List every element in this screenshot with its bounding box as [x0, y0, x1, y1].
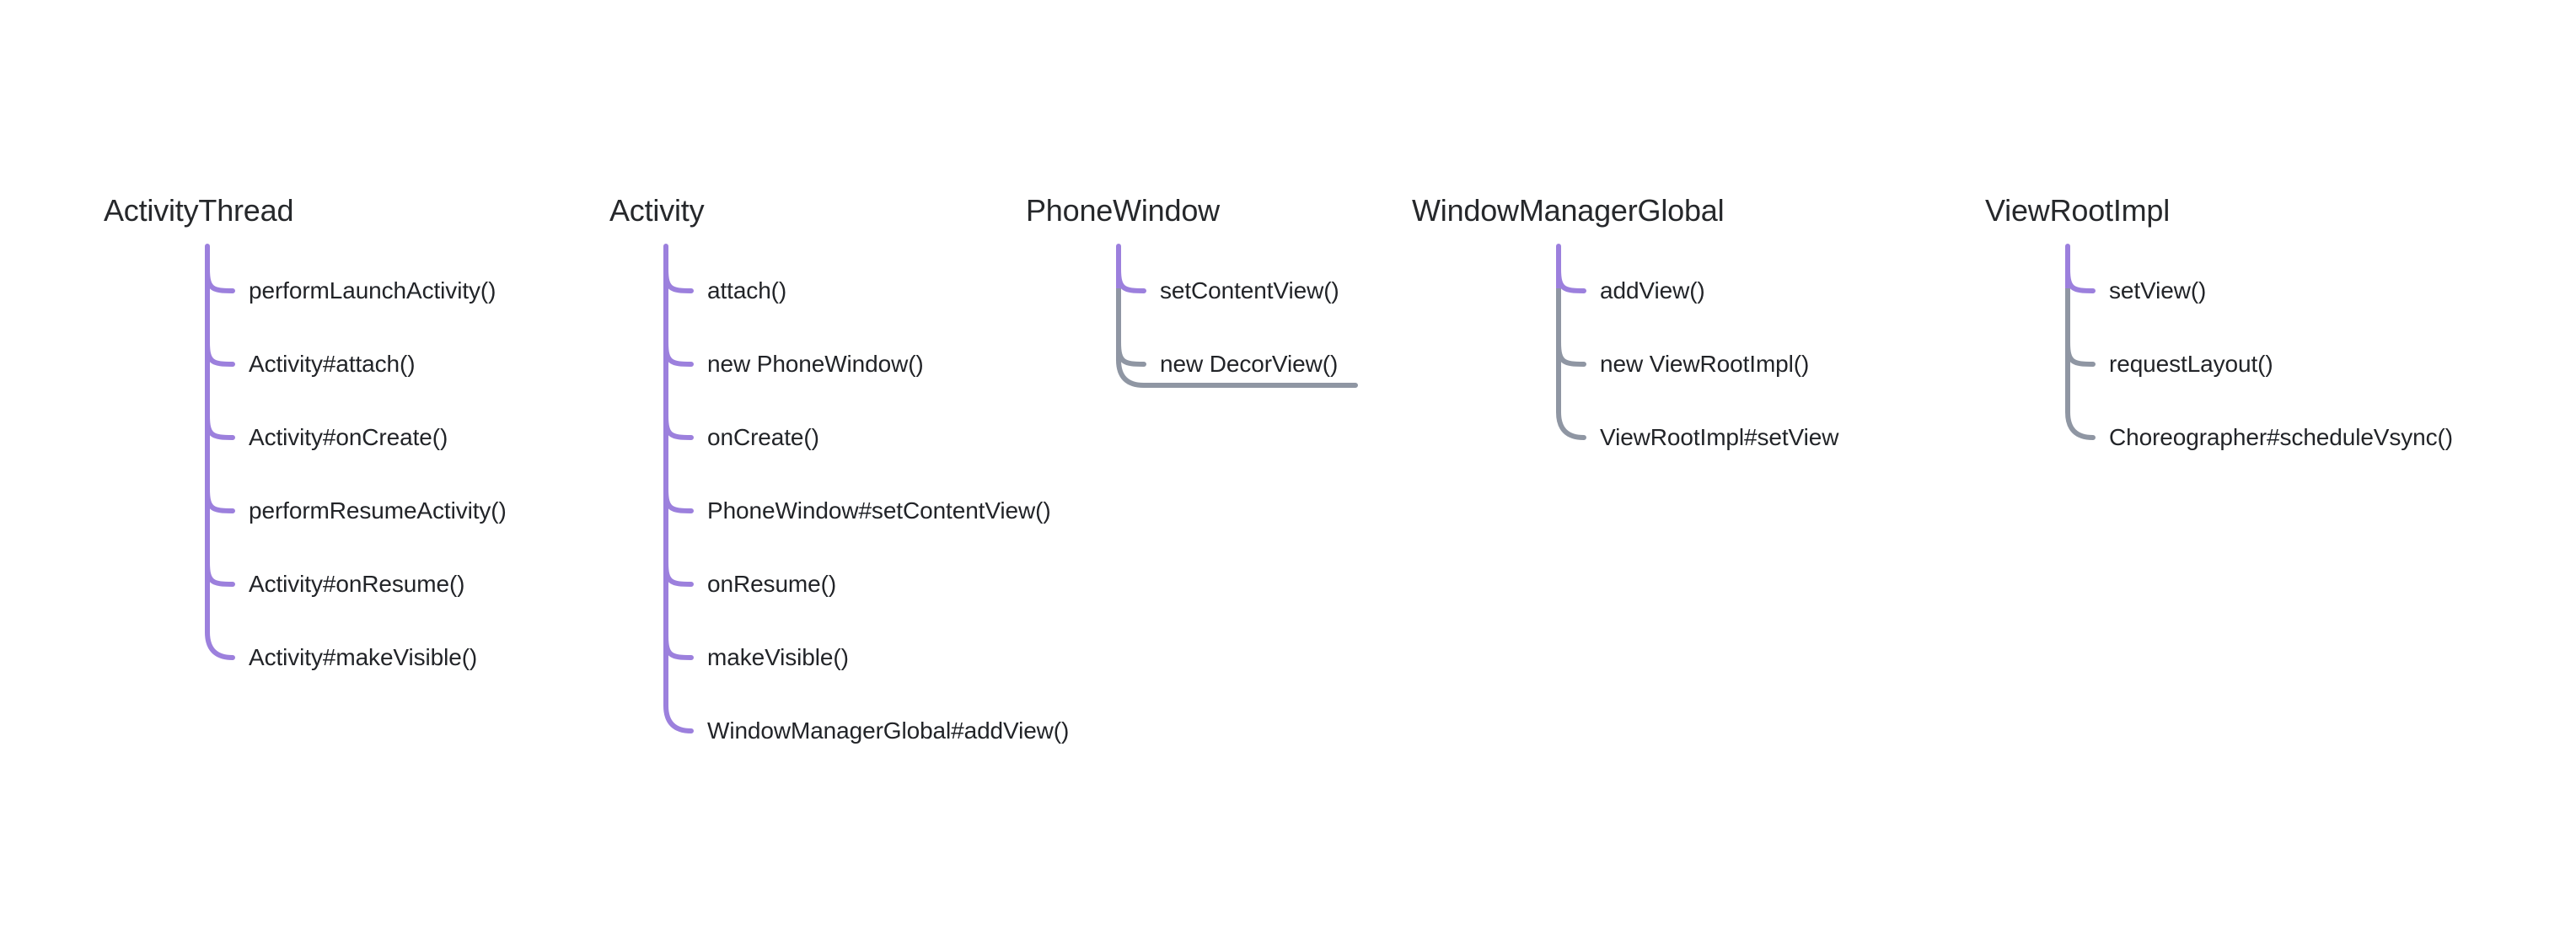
call-item-label: Activity#makeVisible() — [249, 644, 478, 670]
branch-hook-1 — [1556, 340, 1586, 367]
call-item-label: setContentView() — [1160, 277, 1339, 304]
branch-hook-2 — [663, 413, 694, 440]
branch-hook-4 — [663, 560, 694, 587]
class-title: PhoneWindow — [1026, 193, 1220, 228]
call-item-label: onResume() — [707, 571, 837, 597]
branch-hook-1 — [1116, 340, 1146, 367]
call-item-label: onCreate() — [707, 424, 819, 450]
branch-hook-0 — [2065, 266, 2096, 293]
call-item-label: WindowManagerGlobal#addView() — [707, 717, 1070, 744]
call-item-label: new ViewRootImpl() — [1600, 351, 1810, 377]
call-item-label: requestLayout() — [2109, 351, 2273, 377]
class-title: WindowManagerGlobal — [1412, 193, 1725, 228]
branch-hook-0 — [205, 266, 235, 293]
call-item-label: setView() — [2109, 277, 2207, 304]
branch-hook-5 — [663, 633, 694, 660]
branch-hook-2 — [2065, 410, 2096, 440]
branch-hook-0 — [1556, 266, 1586, 293]
branch-hook-0 — [1116, 266, 1146, 293]
call-item-label: attach() — [707, 277, 787, 304]
call-flow-connector-lines — [1116, 244, 1358, 388]
class-title: ViewRootImpl — [1985, 193, 2171, 228]
call-item-label: new PhoneWindow() — [707, 351, 924, 377]
call-item-label: addView() — [1600, 277, 1705, 304]
branch-hook-5 — [205, 630, 235, 660]
branch-hook-1 — [205, 340, 235, 367]
call-item-label: Choreographer#scheduleVsync() — [2109, 424, 2453, 450]
call-item-label: Activity#attach() — [249, 351, 416, 377]
branch-hook-4 — [205, 560, 235, 587]
call-item-label: PhoneWindow#setContentView() — [707, 497, 1051, 524]
call-item-label: performResumeActivity() — [249, 497, 507, 524]
branch-hook-0 — [663, 266, 694, 293]
class-title: Activity — [609, 193, 705, 228]
branch-hook-1 — [663, 340, 694, 367]
branch-hook-2 — [205, 413, 235, 440]
call-item-label: performLaunchActivity() — [249, 277, 496, 304]
call-item-label: new DecorView() — [1160, 351, 1339, 377]
call-item-label: Activity#onCreate() — [249, 424, 448, 450]
branch-hook-3 — [663, 486, 694, 513]
branch-hook-2 — [1556, 410, 1586, 440]
call-item-label: Activity#onResume() — [249, 571, 465, 597]
branch-hook-6 — [663, 703, 694, 733]
call-item-label: ViewRootImpl#setView — [1600, 424, 1839, 450]
class-title: ActivityThread — [104, 193, 294, 228]
call-item-label: makeVisible() — [707, 644, 849, 670]
branch-hook-1 — [2065, 340, 2096, 367]
branch-hook-3 — [205, 486, 235, 513]
